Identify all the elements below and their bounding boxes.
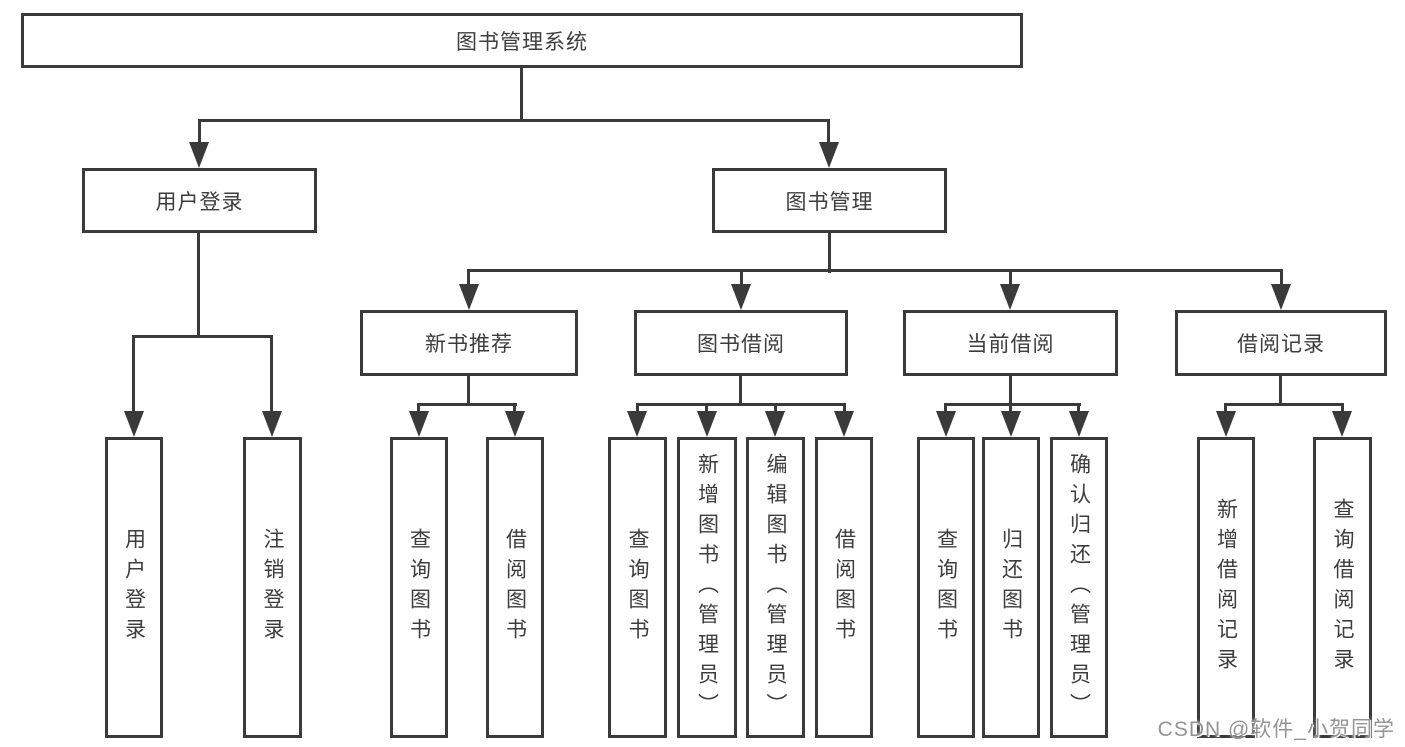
arrowhead-new-book-recommend <box>459 284 479 310</box>
node-book-borrow: 图书借阅 <box>634 310 848 376</box>
connector-bb-stem <box>739 376 742 406</box>
node-br-query-record: 查询借阅记录 <box>1313 437 1372 738</box>
connector-bb-drop-3 <box>774 403 777 415</box>
node-cb-return-book: 归还图书 <box>982 437 1040 738</box>
node-root-label: 图书管理系统 <box>456 30 588 54</box>
node-bb-edit-book-label: 编辑图书（管理员） <box>764 452 788 723</box>
arrowhead-br-add <box>1216 411 1236 437</box>
node-current-borrow: 当前借阅 <box>903 310 1118 376</box>
connector-userlogin-drop-1 <box>132 335 135 414</box>
connector-br-hline <box>1224 403 1344 406</box>
node-nb-query-book-label: 查询图书 <box>407 527 431 648</box>
connector-bookmgmt-drop-4 <box>1280 269 1283 292</box>
node-current-borrow-label: 当前借阅 <box>966 333 1055 356</box>
node-book-management: 图书管理 <box>712 168 947 233</box>
node-cb-query-book-label: 查询图书 <box>934 527 958 648</box>
node-nb-query-book: 查询图书 <box>390 437 448 738</box>
node-nb-borrow-book: 借阅图书 <box>486 437 544 738</box>
node-br-query-record-label: 查询借阅记录 <box>1331 497 1355 678</box>
connector-bookmgmt-hline <box>467 269 1283 272</box>
node-borrow-records: 借阅记录 <box>1175 310 1387 376</box>
arrowhead-br-query <box>1332 411 1352 437</box>
node-new-book-recommend-label: 新书推荐 <box>425 333 513 356</box>
connector-bb-drop-2 <box>705 403 708 415</box>
node-bb-query-book: 查询图书 <box>608 437 667 738</box>
csdn-watermark: CSDN @软件_小贺同学 <box>1157 718 1395 741</box>
connector-br-drop-1 <box>1224 403 1227 415</box>
node-book-management-label: 图书管理 <box>785 190 874 214</box>
connector-bookmgmt-stem <box>828 233 831 273</box>
node-login-user: 用户登录 <box>105 437 163 738</box>
node-br-add-record: 新增借阅记录 <box>1197 437 1255 738</box>
connector-bb-drop-4 <box>843 403 846 415</box>
connector-bookmgmt-drop-3 <box>1009 269 1012 292</box>
node-user-login-label: 用户登录 <box>155 190 244 214</box>
connector-cb-hline <box>944 403 1081 406</box>
connector-userlogin-drop-2 <box>270 335 273 414</box>
arrowhead-bb-add <box>697 411 717 437</box>
arrowhead-bb-borrow <box>834 411 854 437</box>
connector-bookmgmt-drop-2 <box>740 269 743 292</box>
arrowhead-nb-query <box>409 411 429 437</box>
connector-root-drop-left <box>198 119 201 147</box>
connector-userlogin-hline <box>132 335 273 338</box>
node-user-login: 用户登录 <box>82 168 317 233</box>
connector-bookmgmt-drop-1 <box>467 269 470 292</box>
node-bb-borrow-book-label: 借阅图书 <box>832 527 856 648</box>
arrowhead-cb-return <box>1001 411 1021 437</box>
arrowhead-borrow-records <box>1271 284 1291 310</box>
connector-bb-hline <box>636 403 846 406</box>
node-cb-return-book-label: 归还图书 <box>999 527 1023 648</box>
connector-cb-stem <box>1009 376 1012 406</box>
arrowhead-user-login <box>189 142 209 168</box>
node-borrow-records-label: 借阅记录 <box>1237 333 1325 356</box>
connector-nb-drop-2 <box>513 403 516 415</box>
connector-root-stem <box>520 68 523 121</box>
node-bb-add-book: 新增图书（管理员） <box>677 437 737 738</box>
node-bb-edit-book: 编辑图书（管理员） <box>746 437 805 738</box>
arrowhead-bb-edit <box>765 411 785 437</box>
node-br-add-record-label: 新增借阅记录 <box>1214 497 1238 678</box>
node-bb-query-book-label: 查询图书 <box>626 527 650 648</box>
connector-nb-drop-1 <box>417 403 420 415</box>
node-bb-add-book-label: 新增图书（管理员） <box>695 452 719 723</box>
connector-nb-stem <box>467 376 470 406</box>
node-cb-confirm-return-label: 确认归还（管理员） <box>1067 452 1091 723</box>
node-logout-label: 注销登录 <box>261 527 285 648</box>
connector-nb-hline <box>417 403 517 406</box>
connector-root-drop-right <box>827 119 830 147</box>
node-logout: 注销登录 <box>243 437 302 738</box>
connector-cb-drop-1 <box>944 403 947 415</box>
connector-root-hline <box>198 119 830 122</box>
node-new-book-recommend: 新书推荐 <box>360 310 578 376</box>
connector-cb-drop-2 <box>1009 403 1012 415</box>
node-login-user-label: 用户登录 <box>122 527 146 648</box>
connector-userlogin-stem <box>197 233 200 338</box>
node-cb-query-book: 查询图书 <box>917 437 975 738</box>
arrowhead-logout <box>262 411 282 437</box>
node-cb-confirm-return: 确认归还（管理员） <box>1050 437 1108 738</box>
connector-cb-drop-3 <box>1077 403 1080 415</box>
connector-br-drop-2 <box>1341 403 1344 415</box>
connector-br-stem <box>1279 376 1282 406</box>
arrowhead-cb-query <box>936 411 956 437</box>
arrowhead-login-user <box>124 411 144 437</box>
arrowhead-nb-borrow <box>505 411 525 437</box>
arrowhead-book-borrow <box>731 284 751 310</box>
connector-bb-drop-1 <box>636 403 639 415</box>
arrowhead-cb-confirm <box>1069 411 1089 437</box>
node-bb-borrow-book: 借阅图书 <box>815 437 873 738</box>
node-nb-borrow-book-label: 借阅图书 <box>503 527 527 648</box>
node-book-borrow-label: 图书借阅 <box>697 333 785 356</box>
arrowhead-current-borrow <box>1000 284 1020 310</box>
arrowhead-book-management <box>819 142 839 168</box>
arrowhead-bb-query <box>627 411 647 437</box>
node-root: 图书管理系统 <box>21 13 1023 68</box>
